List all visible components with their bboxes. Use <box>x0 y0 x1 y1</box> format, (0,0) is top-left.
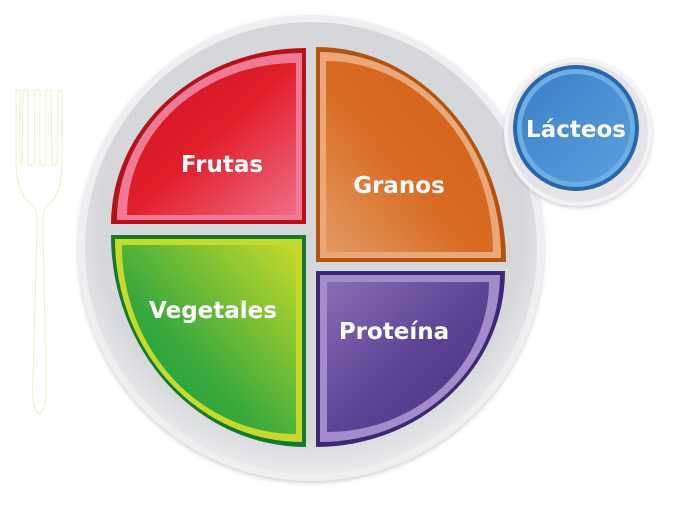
section-vegetales[interactable]: Vegetales <box>111 235 306 447</box>
section-granos[interactable]: Granos <box>316 47 506 262</box>
label-lacteos: Lácteos <box>526 117 626 143</box>
label-proteina: Proteína <box>339 319 449 345</box>
section-frutas[interactable]: Frutas <box>111 48 306 224</box>
label-frutas: Frutas <box>181 152 263 178</box>
label-granos: Granos <box>353 173 445 199</box>
label-vegetales: Vegetales <box>149 298 277 324</box>
section-proteina[interactable]: Proteína <box>316 271 505 447</box>
fork-icon <box>15 89 63 415</box>
section-lacteos[interactable]: Lácteos <box>504 58 652 206</box>
